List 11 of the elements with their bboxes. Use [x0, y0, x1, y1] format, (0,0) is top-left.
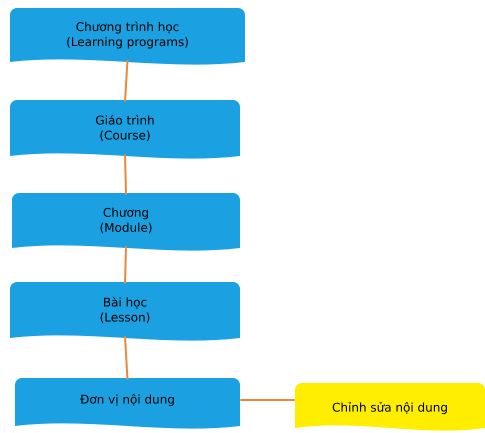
- connector-line: [124, 154, 127, 195]
- connector-line: [124, 60, 128, 102]
- process-box: Chương trình học (Learning programs): [10, 8, 245, 65]
- connector-line: [240, 398, 295, 401]
- process-box: Bài học (Lesson): [10, 282, 240, 341]
- connector-line: [124, 246, 127, 284]
- process-box: Chỉnh sửa nội dung: [295, 382, 485, 431]
- process-box: Giáo trình (Course): [10, 100, 240, 159]
- process-box: Đơn vị nội dung: [15, 378, 240, 429]
- process-box: Chương (Module): [12, 193, 240, 251]
- connector-line: [124, 336, 128, 380]
